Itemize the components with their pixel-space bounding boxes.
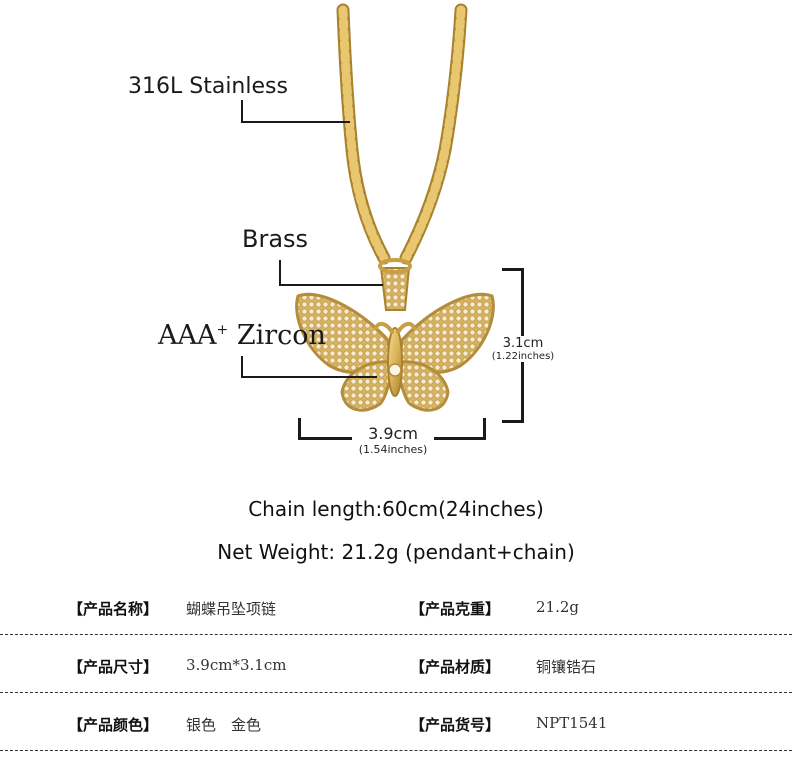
product-image [295, 3, 495, 412]
width-cm: 3.9cm [368, 424, 418, 443]
table-row: 【产品尺寸】 3.9cm*3.1cm 【产品材质】 铜镶锆石 [0, 636, 792, 694]
height-inches: (1.22inches) [491, 351, 555, 362]
bail-callout-line-h [279, 284, 383, 286]
product-weight-label: 【产品克重】 [410, 600, 501, 618]
bail-material-label: Brass [242, 225, 309, 253]
butterfly-pendant [295, 292, 495, 412]
stone-grade: AAA [158, 320, 217, 351]
table-divider [0, 634, 792, 635]
product-color-label: 【产品颜色】 [68, 716, 159, 734]
stone-callout-line-h [241, 376, 377, 378]
net-weight-spec: Net Weight: 21.2g (pendant+chain) [217, 540, 575, 564]
table-divider [0, 692, 792, 693]
chain-callout-line-h [241, 121, 350, 123]
rope-chain-right [399, 3, 468, 265]
table-divider [0, 750, 792, 751]
width-inches: (1.54inches) [358, 443, 428, 456]
height-bracket-top [502, 268, 524, 271]
product-material-value: 铜镶锆石 [536, 658, 597, 676]
product-material-label: 【产品材质】 [410, 658, 501, 676]
width-bracket-right [483, 418, 486, 440]
chain-material-label: 316L Stainless [128, 74, 288, 99]
stone-material-label: AAA+ Zircon [158, 320, 326, 351]
stone-name: Zircon [236, 320, 326, 351]
bail [378, 258, 412, 311]
chain-length-spec: Chain length:60cm(24inches) [248, 497, 544, 521]
height-dimension: 3.1cm (1.22inches) [488, 336, 558, 362]
product-sku-value: NPT1541 [536, 714, 608, 732]
height-cm: 3.1cm [502, 336, 544, 351]
width-bracket-left [298, 418, 301, 440]
product-color-value: 银色 金色 [186, 716, 262, 734]
bail-callout-line-v [279, 260, 281, 286]
stone-grade-plus: + [216, 322, 229, 338]
table-row: 【产品颜色】 银色 金色 【产品货号】 NPT1541 [0, 694, 792, 752]
product-name-value: 蝴蝶吊坠项链 [186, 600, 277, 618]
product-sku-label: 【产品货号】 [410, 716, 501, 734]
rope-chain-left [336, 3, 391, 265]
width-dimension: 3.9cm (1.54inches) [352, 424, 434, 456]
product-size-label: 【产品尺寸】 [68, 658, 159, 676]
product-weight-value: 21.2g [536, 598, 580, 616]
table-row: 【产品名称】 蝴蝶吊坠项链 【产品克重】 21.2g [0, 578, 792, 636]
height-bracket-bottom [502, 420, 524, 423]
stone-callout-line-v [241, 356, 243, 378]
product-name-label: 【产品名称】 [68, 600, 159, 618]
product-size-value: 3.9cm*3.1cm [186, 656, 287, 674]
chain-callout-line-v [241, 100, 243, 123]
